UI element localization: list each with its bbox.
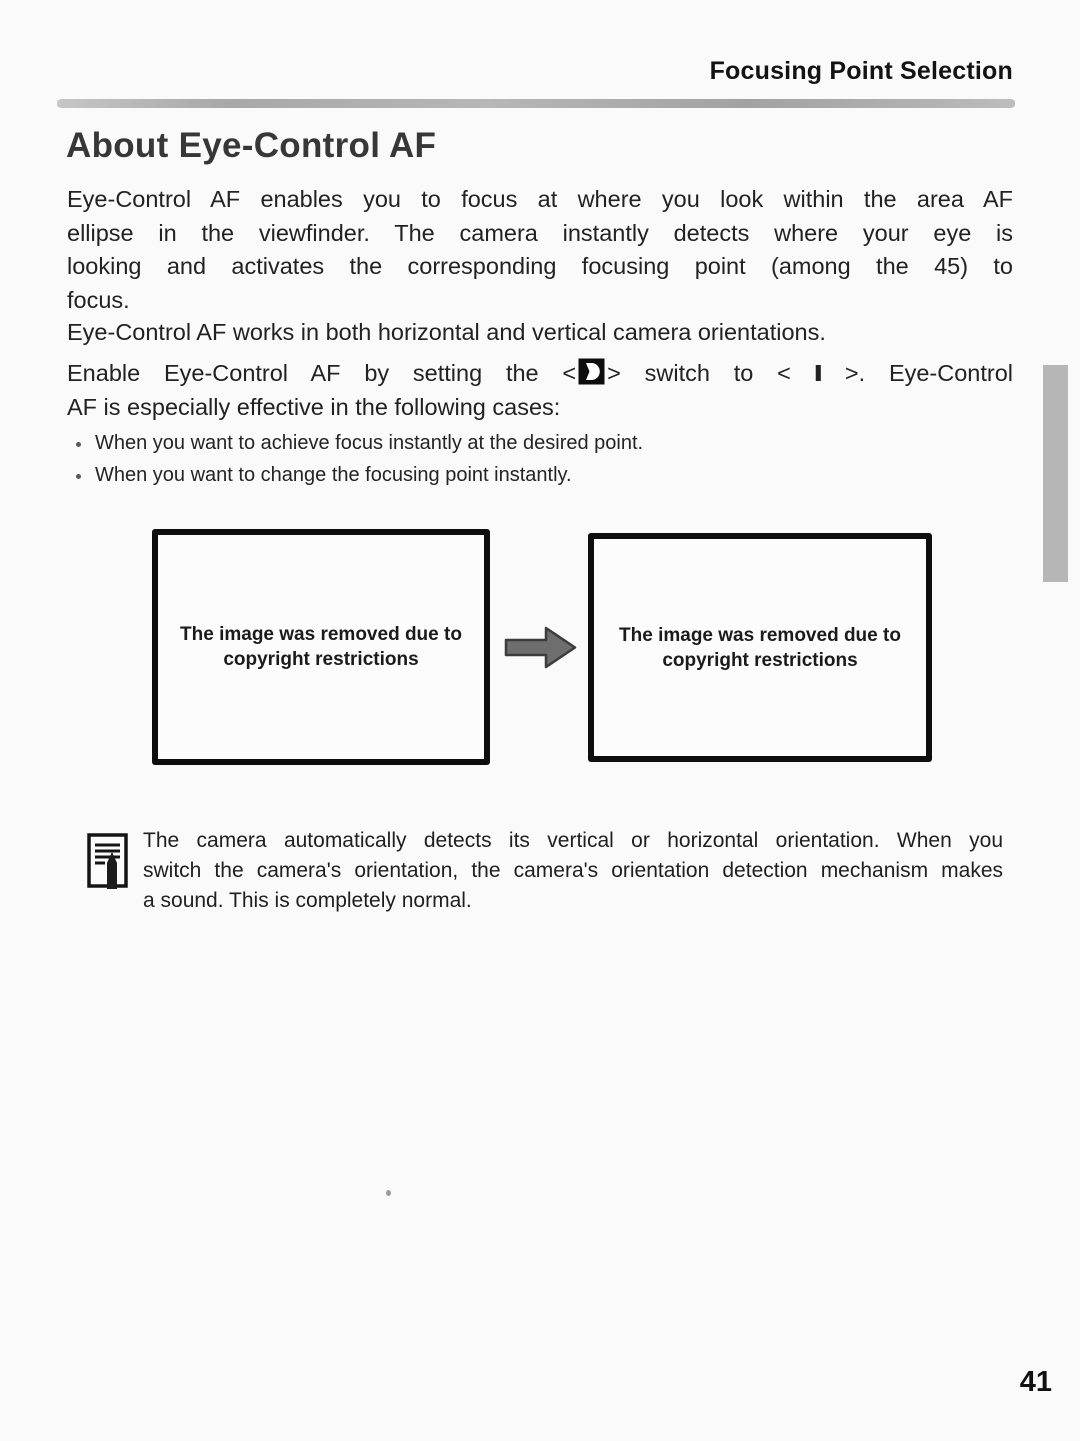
paragraph-line: AF is especially effective in the follow…: [67, 393, 561, 420]
chapter-tab: [1043, 365, 1068, 582]
copyright-notice: The image was removed due to copyright r…: [180, 624, 462, 670]
page-title: About Eye-Control AF: [66, 126, 437, 165]
eye-control-icon: [578, 358, 605, 385]
header-rule: [57, 99, 1015, 108]
bullet-icon: [76, 474, 81, 479]
bullet-icon: [76, 442, 81, 447]
list-item: When you want to achieve focus instantly…: [76, 432, 643, 464]
note-icon: [87, 833, 128, 889]
placeholder-image-right: The image was removed due to copyright r…: [588, 533, 932, 762]
paragraph-line: focus.: [67, 286, 130, 313]
copyright-notice: The image was removed due to copyright r…: [619, 624, 901, 671]
right-arrow-icon: [504, 626, 577, 669]
list-item: When you want to change the focusing poi…: [76, 464, 643, 496]
use-case-list: When you want to achieve focus instantly…: [76, 432, 643, 496]
paragraph-line: ellipse in the viewfinder. The camera in…: [67, 219, 1013, 246]
page-number: 41: [1019, 1366, 1052, 1398]
paragraph-line: Enable Eye-Control AF by setting the < > …: [67, 357, 1013, 391]
note-text: The camera automatically detects its ver…: [143, 826, 1003, 916]
list-item-text: When you want to change the focusing poi…: [95, 464, 572, 486]
note-line: The camera automatically detects its ver…: [143, 829, 1003, 852]
enable-text-between: > switch to <: [607, 360, 815, 386]
list-item-text: When you want to achieve focus instantly…: [95, 432, 644, 454]
paragraph-line: Eye-Control AF enables you to focus at w…: [67, 186, 1013, 212]
enable-paragraph: Enable Eye-Control AF by setting the < > …: [67, 357, 1013, 424]
note-line: switch the camera's orientation, the cam…: [143, 859, 1003, 882]
section-header: Focusing Point Selection: [709, 57, 1013, 85]
placeholder-image-left: The image was removed due to copyright r…: [152, 529, 490, 765]
enable-text-after: >. Eye-Control: [821, 360, 1014, 386]
scan-artifact-dot: [386, 1190, 391, 1196]
intro-paragraph: Eye-Control AF enables you to focus at w…: [67, 183, 1013, 317]
enable-text-before: Enable Eye-Control AF by setting the <: [67, 360, 577, 386]
note-line: a sound. This is completely normal.: [143, 889, 472, 912]
paragraph-line: looking and activates the corresponding …: [67, 253, 1013, 279]
switch-position-mark: I: [812, 360, 823, 386]
orientation-paragraph: Eye-Control AF works in both horizontal …: [67, 319, 826, 345]
